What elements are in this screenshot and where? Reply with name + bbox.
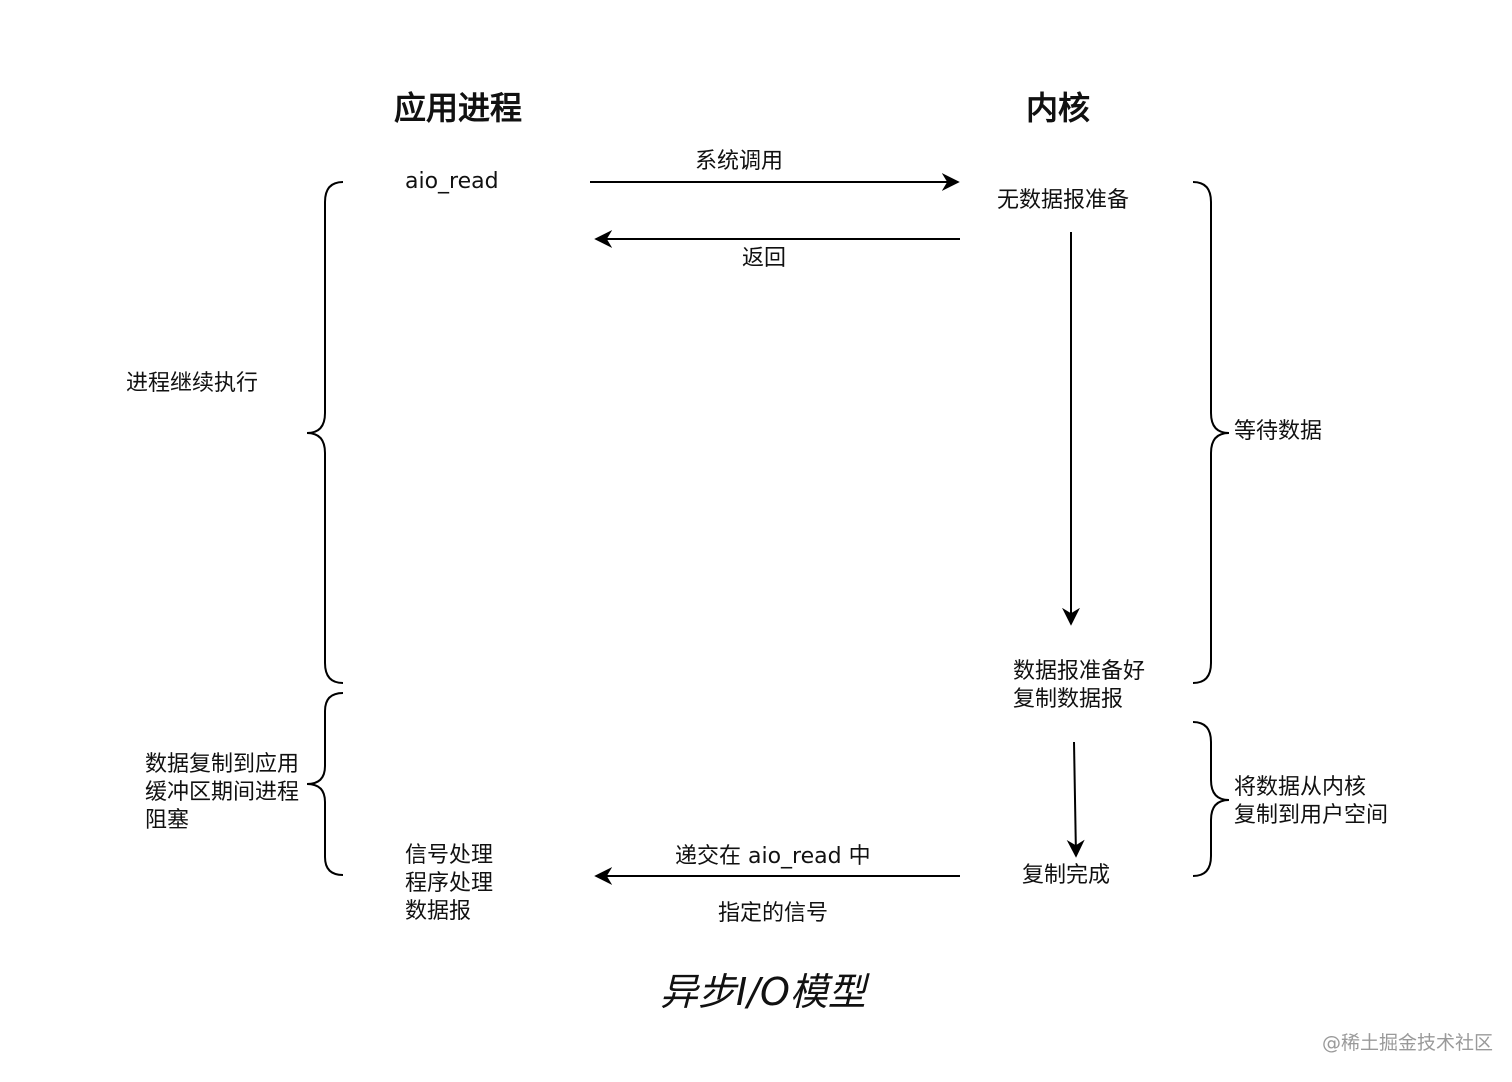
datagram-ready-line: 数据报准备好 xyxy=(1013,659,1146,684)
copy-to-user-block: 将数据从内核 复制到用户空间 xyxy=(1234,774,1388,830)
wait-for-data-label: 等待数据 xyxy=(1234,419,1323,444)
signal-handler-line: 数据报 xyxy=(405,899,472,924)
signal-handler-block: 信号处理 程序处理 数据报 xyxy=(405,842,493,926)
kernel-copy-arrow xyxy=(1066,741,1085,858)
return-label: 返回 xyxy=(742,246,787,271)
copy-to-user-line: 复制到用户空间 xyxy=(1234,803,1389,828)
deliver-signal-label: 递交在 aio_read 中 xyxy=(675,844,871,869)
copy-complete: 复制完成 xyxy=(1022,863,1111,888)
left-brace-continue xyxy=(306,181,344,684)
kernel-header: 内核 xyxy=(1026,89,1091,127)
datagram-ready-line: 复制数据报 xyxy=(1013,687,1124,712)
aio-read-call: aio_read xyxy=(405,169,499,194)
specified-signal-label: 指定的信号 xyxy=(718,901,829,926)
right-brace-wait xyxy=(1192,181,1230,684)
diagram-caption: 异步I/O模型 xyxy=(660,970,866,1014)
watermark: @稀土掘金技术社区 xyxy=(1322,1032,1494,1054)
left-brace-blocked xyxy=(306,692,344,876)
process-blocked-line: 数据复制到应用 xyxy=(145,752,300,777)
datagram-ready-block: 数据报准备好 复制数据报 xyxy=(1013,658,1145,714)
process-blocked-block: 数据复制到应用 缓冲区期间进程 阻塞 xyxy=(145,751,299,835)
process-continues-label: 进程继续执行 xyxy=(126,371,259,396)
syscall-label: 系统调用 xyxy=(695,149,784,174)
no-datagram-ready: 无数据报准备 xyxy=(997,188,1130,213)
signal-handler-line: 程序处理 xyxy=(405,871,494,896)
signal-handler-line: 信号处理 xyxy=(405,843,494,868)
app-process-header: 应用进程 xyxy=(394,89,523,127)
process-blocked-line: 阻塞 xyxy=(145,808,190,833)
right-brace-copy xyxy=(1192,721,1230,877)
copy-to-user-line: 将数据从内核 xyxy=(1234,775,1367,800)
process-blocked-line: 缓冲区期间进程 xyxy=(145,780,300,805)
